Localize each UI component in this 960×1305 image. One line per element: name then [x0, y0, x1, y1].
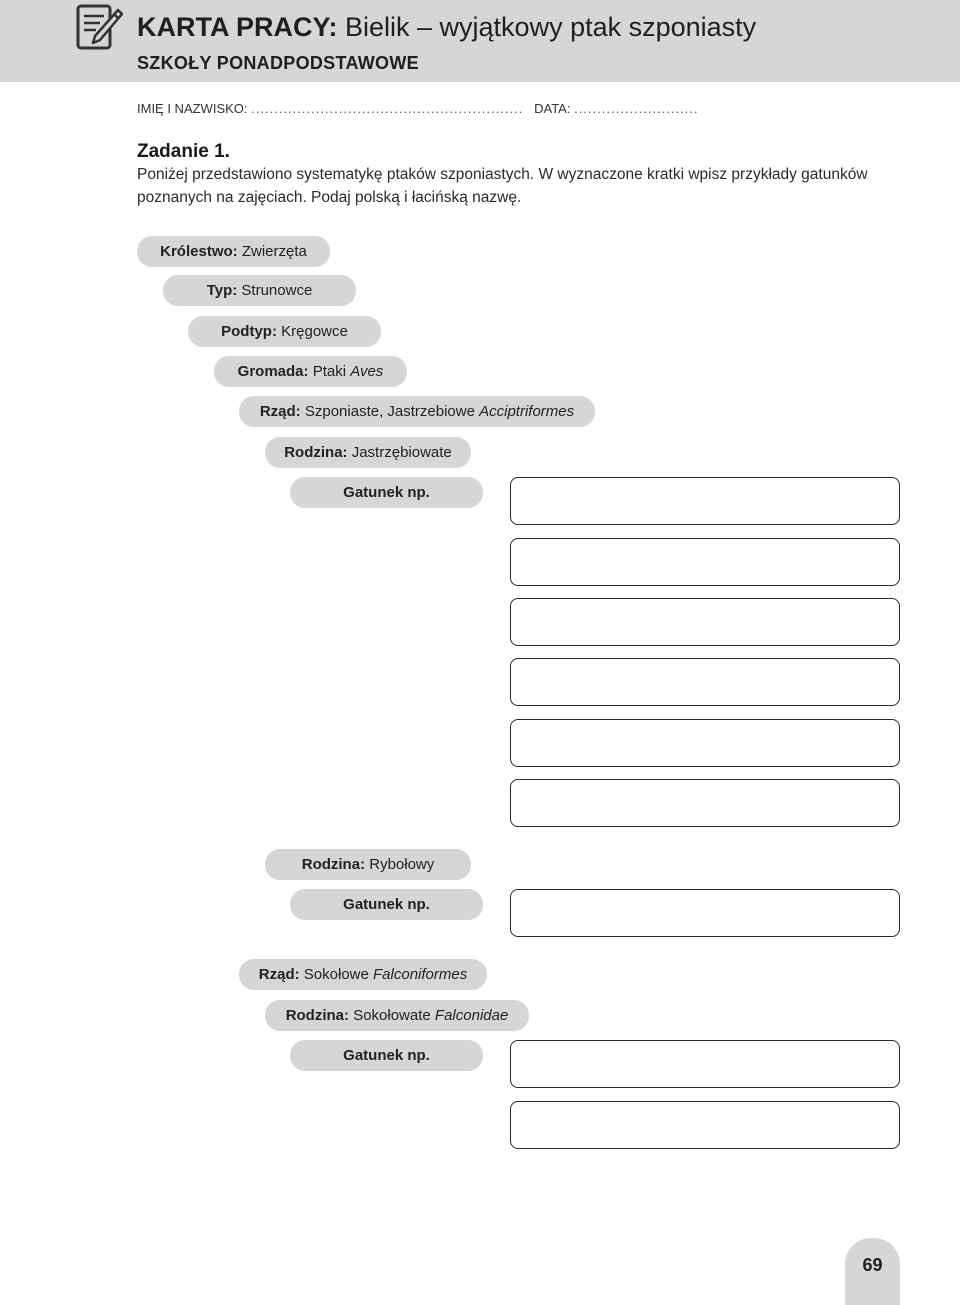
name-field[interactable]: ........................................… [251, 101, 524, 116]
pill-krolestwo: Królestwo: Zwierzęta [137, 236, 330, 267]
pill-gatunek-1: Gatunek np. [290, 477, 483, 508]
answer-box-4[interactable] [510, 658, 900, 706]
answer-box-7[interactable] [510, 889, 900, 937]
answer-box-5[interactable] [510, 719, 900, 767]
task-description: Poniżej przedstawiono systematykę ptaków… [137, 166, 868, 206]
answer-box-8[interactable] [510, 1040, 900, 1088]
page-number: 69 [862, 1255, 883, 1275]
worksheet-title: KARTA PRACY: Bielik – wyjątkowy ptak szp… [137, 12, 757, 42]
pill-podtyp: Podtyp: Kręgowce [188, 316, 381, 347]
pill-gatunek-3: Gatunek np. [290, 1040, 483, 1071]
pill-typ: Typ: Strunowce [163, 275, 356, 306]
page-header: KARTA PRACY: Bielik – wyjątkowy ptak szp… [0, 0, 960, 82]
task-title: Zadanie 1. [137, 141, 230, 162]
name-label: IMIĘ I NAZWISKO: [137, 101, 248, 116]
answer-box-2[interactable] [510, 538, 900, 586]
page-number-tab: 69 [845, 1238, 900, 1305]
pill-rodzina-rybolowy: Rodzina: Rybołowy [265, 849, 471, 880]
pill-rzad-sokolowe: Rząd: Sokołowe Falconiformes [239, 959, 487, 990]
answer-box-9[interactable] [510, 1101, 900, 1149]
answer-box-1[interactable] [510, 477, 900, 525]
pill-gatunek-2: Gatunek np. [290, 889, 483, 920]
pill-rzad-szponiaste: Rząd: Szponiaste, Jastrzebiowe Acciptrif… [239, 396, 595, 427]
pill-rodzina-sokolowate: Rodzina: Sokołowate Falconidae [265, 1000, 529, 1031]
answer-box-3[interactable] [510, 598, 900, 646]
worksheet-pencil-icon [76, 4, 124, 50]
answer-box-6[interactable] [510, 779, 900, 827]
date-label: DATA: [534, 101, 571, 116]
student-fields: IMIĘ I NAZWISKO: .......................… [137, 101, 699, 116]
pill-gromada: Gromada: Ptaki Aves [214, 356, 407, 387]
worksheet-subtitle: SZKOŁY PONADPODSTAWOWE [137, 53, 419, 73]
pill-rodzina-jastrzebiowate: Rodzina: Jastrzębiowate [265, 437, 471, 468]
date-field[interactable]: ........................... [574, 101, 699, 116]
